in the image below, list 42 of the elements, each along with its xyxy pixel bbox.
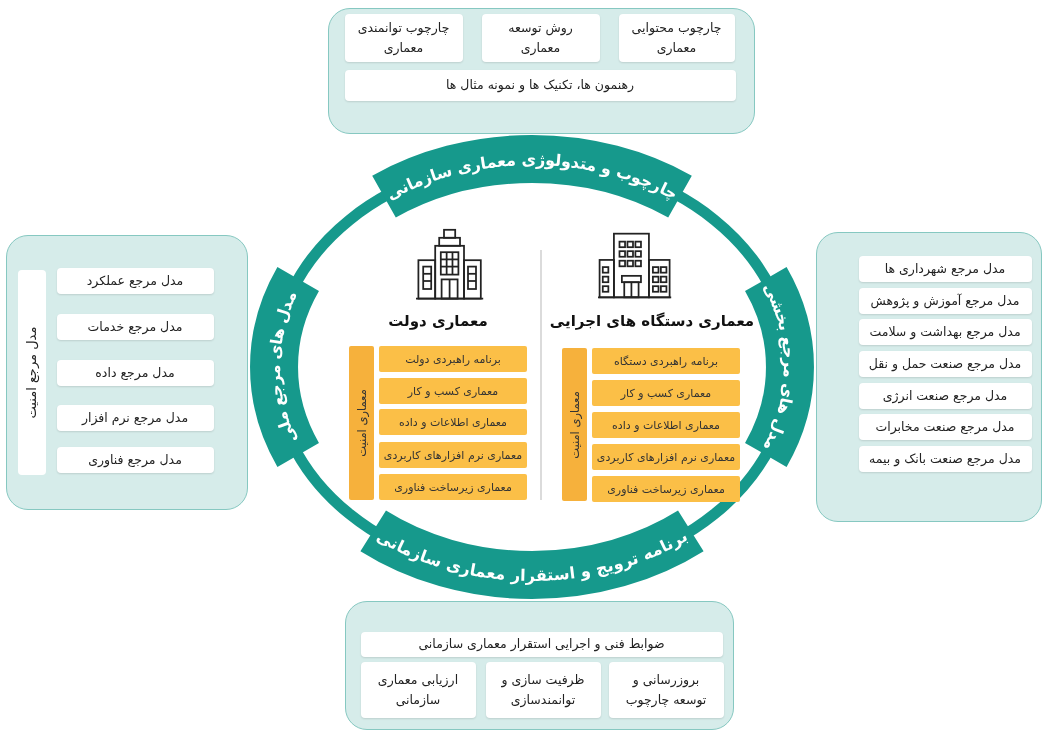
text-box: معماری کسب و کار	[592, 380, 740, 406]
text-box: معماری زیرساخت فناوری	[592, 476, 740, 502]
text-box: ارزیابی معماری سازمانی	[360, 661, 476, 718]
text-box: برنامه راهبردی دولت	[379, 346, 527, 372]
text-box: ظرفیت سازی و توانمندسازی	[485, 661, 601, 718]
text-box: روش توسعه معماری	[481, 13, 600, 62]
text-box: معماری کسب و کار	[379, 378, 527, 404]
text-box: مدل مرجع عملکرد	[56, 267, 214, 294]
text-box: معماری اطلاعات و داده	[592, 412, 740, 438]
text-box: مدل مرجع آموزش و پژوهش	[858, 287, 1032, 314]
text-box: رهنمون ها، تکنیک ها و نمونه مثال ها	[344, 69, 736, 101]
text-box: معماری زیرساخت فناوری	[379, 474, 527, 500]
vertical-bar: معماری امنیت	[562, 348, 587, 501]
ring-band: مدل های مرجع ملی	[250, 255, 323, 479]
heading: معماری دستگاه های اجرایی	[549, 312, 755, 330]
panel	[345, 601, 734, 730]
ring-band: برنامه ترویج و استقرار معماری سازمانی	[349, 506, 715, 599]
text-box: چارچوب توانمندی معماری	[344, 13, 463, 62]
text-box: بروزرسانی و توسعه چارچوب	[608, 661, 724, 718]
text-box: مدل مرجع صنعت حمل و نقل	[858, 350, 1032, 377]
text-box: ضوابط فنی و اجرایی استقرار معماری سازمانی	[360, 631, 723, 657]
text-box: مدل مرجع شهرداری ها	[858, 255, 1032, 282]
panel	[816, 232, 1042, 522]
text-box: معماری اطلاعات و داده	[379, 409, 527, 435]
text-box: برنامه راهبردی دستگاه	[592, 348, 740, 374]
text-box: مدل مرجع داده	[56, 359, 214, 386]
text-box: مدل مرجع فناوری	[56, 446, 214, 473]
text-box: معماری نرم افزارهای کاربردی	[592, 444, 740, 470]
text-box: مدل مرجع نرم افزار	[56, 404, 214, 431]
panel	[6, 235, 248, 510]
text-box: مدل مرجع صنعت مخابرات	[858, 413, 1032, 440]
text-box: مدل مرجع بهداشت و سلامت	[858, 318, 1032, 345]
text-box: چارچوب محتوایی معماری	[618, 13, 735, 62]
text-box: مدل مرجع خدمات	[56, 313, 214, 340]
vertical-bar: مدل مرجع امنیت	[17, 269, 46, 475]
panel	[328, 8, 755, 134]
vertical-bar: معماری امنیت	[349, 346, 374, 500]
text-box: مدل مرجع صنعت انرژی	[858, 382, 1032, 409]
text-box: معماری نرم افزارهای کاربردی	[379, 442, 527, 468]
text-box: مدل مرجع صنعت بانک و بیمه	[858, 445, 1032, 472]
heading: معماری دولت	[388, 312, 488, 330]
ring-band: چارچوب و متدولوژی معماری سازمانی	[360, 135, 704, 221]
